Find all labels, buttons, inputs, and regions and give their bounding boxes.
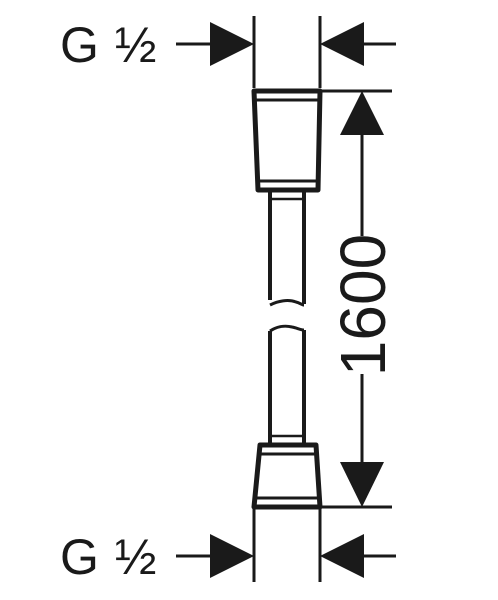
hose-body-lower <box>268 324 306 445</box>
diameter-arrow-bottom-right <box>320 534 396 578</box>
hose-body-upper <box>268 190 306 307</box>
diameter-arrow-top-right <box>320 22 396 66</box>
length-dimension-line <box>340 91 384 507</box>
diameter-arrow-bottom-left <box>176 534 254 578</box>
length-dimension-label: 1600 <box>327 234 399 376</box>
thread-size-label-bottom: G ½ <box>60 529 157 585</box>
diameter-arrow-top-left <box>176 22 254 66</box>
thread-size-label-top: G ½ <box>60 17 157 73</box>
diameter-extension-lines-bottom <box>252 507 322 582</box>
diameter-extension-lines-top <box>252 16 322 88</box>
hose-connector-top <box>251 88 323 193</box>
hose-connector-bottom <box>251 442 323 510</box>
